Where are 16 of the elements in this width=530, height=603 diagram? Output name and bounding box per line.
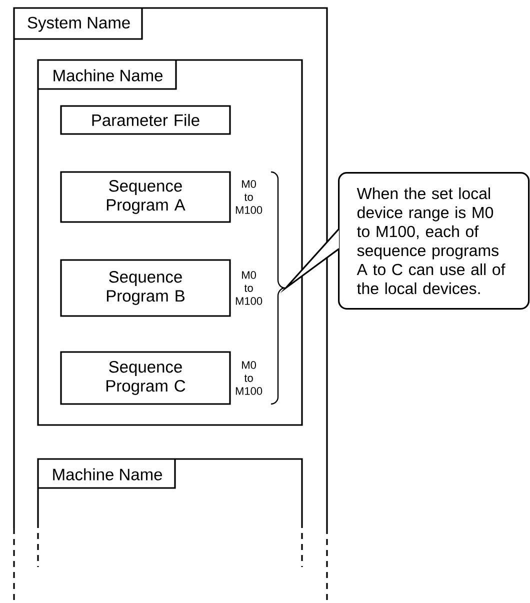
program-box: Sequence Program C [60,351,231,405]
callout-pointer [280,228,340,294]
frame-title: Machine Name [53,468,162,480]
curly-brace [270,171,286,405]
callout-box: When the set local device range is M0 to M100, each of sequence programs A to C can use all of the local devices. [338,172,530,310]
range-label: M0 to M100 [236,361,262,395]
group-frame [13,7,328,603]
frame-title: System Name [28,16,130,32]
program-box: Sequence Program A [60,171,231,223]
program-box: Sequence Program B [60,259,231,317]
program-box: Parameter File [60,105,231,135]
group-frame [37,59,303,426]
group-frame [37,458,303,568]
frame-title: Machine Name [54,69,162,82]
range-label: M0 to M100 [236,271,262,305]
range-label: M0 to M100 [236,180,262,214]
